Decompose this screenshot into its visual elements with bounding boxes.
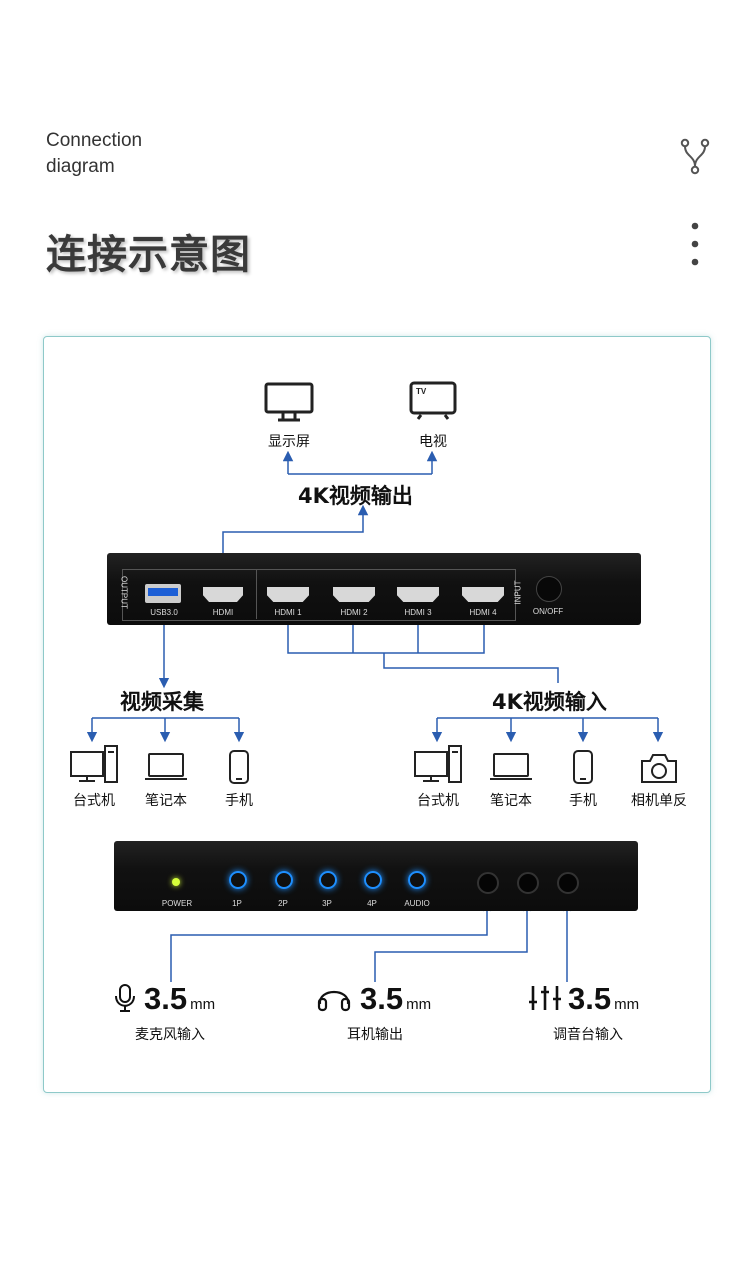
power-led-label: POWER <box>161 899 193 908</box>
hdmi-output-port[interactable] <box>203 587 243 602</box>
button-4p-label: 4P <box>367 899 377 908</box>
hdmi-4-label: HDMI 4 <box>469 608 497 617</box>
output-side-label: OUTPUT <box>119 576 129 609</box>
more-vertical-icon[interactable] <box>686 220 704 268</box>
headphones-icon <box>317 991 351 1012</box>
power-led <box>172 878 180 886</box>
tv-icon-text: TV <box>416 387 427 396</box>
button-4p[interactable] <box>364 871 382 889</box>
headphone-spec-unit: mm <box>406 996 432 1013</box>
mixer-label: 调音台输入 <box>553 1027 623 1043</box>
laptop-icon <box>490 753 532 780</box>
mic-label: 麦克风输入 <box>135 1027 205 1043</box>
hdmi-1-label: HDMI 1 <box>274 608 302 617</box>
input-side-label: INPUT <box>513 580 523 605</box>
capture-phone-label: 手机 <box>225 793 253 809</box>
capture-laptop-label: 笔记本 <box>145 793 187 809</box>
camera-icon <box>641 754 677 783</box>
usb-port-label: USB3.0 <box>150 608 178 617</box>
mixer-jack[interactable] <box>557 872 579 894</box>
mic-jack[interactable] <box>477 872 499 894</box>
button-audio-label: AUDIO <box>404 899 430 908</box>
input-phone-label: 手机 <box>569 793 597 809</box>
headphone-label: 耳机输出 <box>347 1027 403 1043</box>
output-group-label: 4K视频输出 <box>298 484 413 508</box>
laptop-icon <box>145 753 187 780</box>
diagram-panel <box>43 336 711 1093</box>
mic-spec-unit: mm <box>190 996 216 1013</box>
mixer-spec-value: 3.5 <box>568 981 612 1016</box>
headphone-jack[interactable] <box>517 872 539 894</box>
monitor-label: 显示屏 <box>268 434 310 450</box>
hdmi-2-label: HDMI 2 <box>340 608 368 617</box>
button-1p[interactable] <box>229 871 247 889</box>
input-group-label: 4K视频输入 <box>492 690 607 714</box>
button-3p-label: 3P <box>322 899 332 908</box>
button-audio[interactable] <box>408 871 426 889</box>
phone-icon <box>229 750 249 784</box>
capture-desktop-label: 台式机 <box>73 793 115 809</box>
button-2p[interactable] <box>275 871 293 889</box>
tv-label: 电视 <box>419 434 447 450</box>
microphone-icon <box>115 984 135 1012</box>
fork-icon[interactable] <box>680 138 710 176</box>
hdmi-4-port[interactable] <box>462 587 504 602</box>
power-button[interactable] <box>536 576 562 602</box>
mixer-icon <box>529 986 561 1010</box>
phone-icon <box>573 750 593 784</box>
page-title: 连接示意图 <box>46 232 251 278</box>
input-desktop-label: 台式机 <box>417 793 459 809</box>
input-camera-label: 相机单反 <box>631 793 687 809</box>
input-laptop-label: 笔记本 <box>490 793 532 809</box>
hdmi-1-port[interactable] <box>267 587 309 602</box>
power-button-label: ON/OFF <box>532 607 564 616</box>
button-1p-label: 1P <box>232 899 242 908</box>
button-3p[interactable] <box>319 871 337 889</box>
monitor-icon <box>264 382 314 422</box>
tv-icon: TV <box>409 381 457 420</box>
headphone-spec-value: 3.5 <box>360 981 404 1016</box>
hdmi-output-label: HDMI <box>212 608 234 617</box>
section-title-english: Connection diagram <box>46 130 143 177</box>
mic-spec-value: 3.5 <box>144 981 188 1016</box>
button-2p-label: 2P <box>278 899 288 908</box>
capture-group-label: 视频采集 <box>120 690 204 714</box>
hdmi-2-port[interactable] <box>333 587 375 602</box>
hdmi-3-port[interactable] <box>397 587 439 602</box>
desktop-icon <box>70 745 118 783</box>
switcher-divider <box>256 569 257 619</box>
desktop-icon <box>414 745 462 783</box>
switcher-port-frame <box>122 569 516 621</box>
mixer-spec-unit: mm <box>614 996 640 1013</box>
hdmi-3-label: HDMI 3 <box>404 608 432 617</box>
usb-port[interactable] <box>145 584 181 603</box>
